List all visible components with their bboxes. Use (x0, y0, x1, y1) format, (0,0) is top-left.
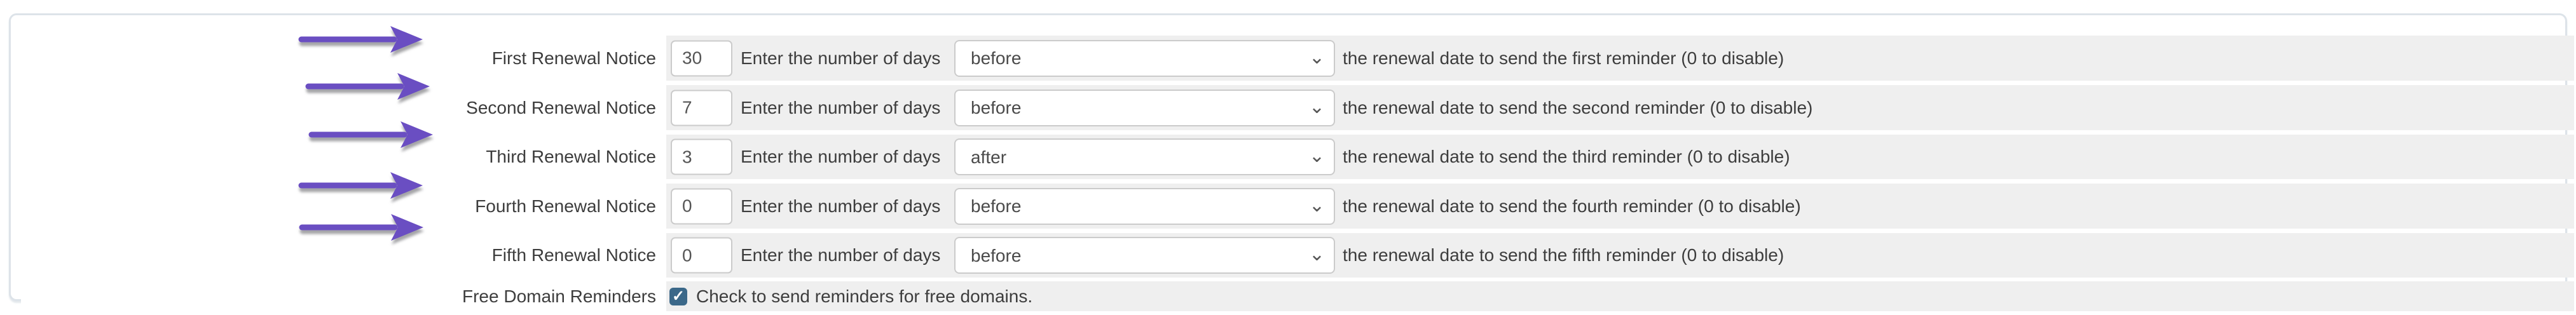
settings-row-second-renewal: Second Renewal Notice Enter the number o… (21, 85, 2574, 130)
second-renewal-before-after-select[interactable]: before ⌄ (954, 89, 1335, 126)
first-renewal-before-after-select[interactable]: before ⌄ (954, 39, 1335, 77)
before-after-select[interactable]: after (954, 138, 1335, 175)
row-description: the renewal date to send the third remin… (1343, 147, 1790, 166)
days-help-text: Enter the number of days (741, 147, 941, 166)
row-fields: Enter the number of days before ⌄ the re… (666, 36, 2574, 81)
third-renewal-before-after-select[interactable]: after ⌄ (954, 138, 1335, 175)
fifth-renewal-before-after-select[interactable]: before ⌄ (954, 237, 1335, 274)
before-after-select[interactable]: before (954, 187, 1335, 225)
before-after-select[interactable]: before (954, 39, 1335, 77)
row-fields: Enter the number of days before ⌄ the re… (666, 233, 2574, 278)
row-label: Fifth Renewal Notice (21, 233, 666, 278)
row-label: Second Renewal Notice (21, 85, 666, 130)
days-help-text: Enter the number of days (741, 196, 941, 216)
annotation-arrow-icon (298, 172, 423, 199)
first-renewal-days-input[interactable] (671, 40, 732, 76)
row-label: Free Domain Reminders (21, 281, 666, 311)
days-help-text: Enter the number of days (741, 245, 941, 265)
row-fields: Enter the number of days before ⌄ the re… (666, 184, 2574, 229)
annotation-arrow-icon (299, 214, 423, 241)
settings-row-fourth-renewal: Fourth Renewal Notice Enter the number o… (21, 184, 2574, 229)
days-help-text: Enter the number of days (741, 97, 941, 117)
row-fields: Enter the number of days before ⌄ the re… (666, 85, 2574, 130)
checkbox-label: Check to send reminders for free domains… (696, 286, 1033, 306)
check-icon: ✓ (671, 288, 685, 305)
days-help-text: Enter the number of days (741, 48, 941, 68)
row-fields: ✓ Check to send reminders for free domai… (666, 281, 2574, 311)
before-after-select[interactable]: before (954, 89, 1335, 126)
row-description: the renewal date to send the second remi… (1343, 97, 1813, 117)
annotation-arrow-icon (308, 121, 433, 148)
settings-row-free-domain-reminders: Free Domain Reminders ✓ Check to send re… (21, 281, 2574, 311)
before-after-select[interactable]: before (954, 237, 1335, 274)
fourth-renewal-days-input[interactable] (671, 188, 732, 224)
settings-panel: First Renewal Notice Enter the number of… (9, 13, 2574, 311)
settings-row-first-renewal: First Renewal Notice Enter the number of… (21, 36, 2574, 81)
annotation-arrow-icon (298, 26, 423, 53)
row-description: the renewal date to send the fifth remin… (1343, 245, 1785, 265)
settings-row-third-renewal: Third Renewal Notice Enter the number of… (21, 135, 2574, 179)
fourth-renewal-before-after-select[interactable]: before ⌄ (954, 187, 1335, 225)
row-label: Third Renewal Notice (21, 135, 666, 179)
annotation-arrow-icon (305, 73, 430, 100)
third-renewal-days-input[interactable] (671, 138, 732, 175)
second-renewal-days-input[interactable] (671, 90, 732, 126)
row-description: the renewal date to send the first remin… (1343, 48, 1785, 68)
row-description: the renewal date to send the fourth remi… (1343, 196, 1801, 216)
row-fields: Enter the number of days after ⌄ the ren… (666, 135, 2574, 179)
row-label: Fourth Renewal Notice (21, 184, 666, 229)
settings-row-fifth-renewal: Fifth Renewal Notice Enter the number of… (21, 233, 2574, 278)
row-label: First Renewal Notice (21, 36, 666, 81)
fifth-renewal-days-input[interactable] (671, 237, 732, 274)
free-domains-checkbox[interactable]: ✓ (669, 287, 687, 305)
